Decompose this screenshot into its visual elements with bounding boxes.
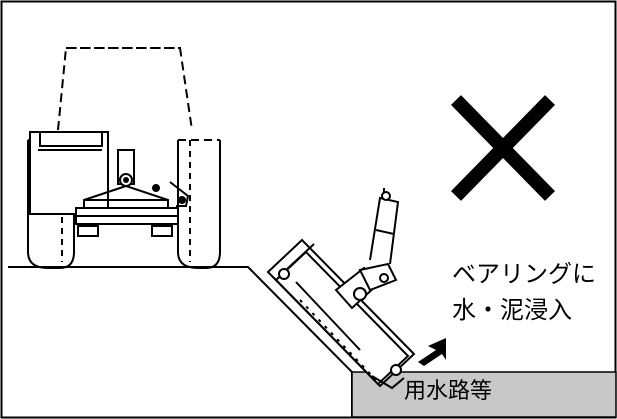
mower-body bbox=[266, 238, 416, 388]
flail-mower-tilted bbox=[266, 188, 416, 390]
canal-label: 用水路等 bbox=[404, 379, 493, 404]
tractor-rear-view bbox=[27, 47, 221, 269]
canal-box bbox=[351, 371, 617, 418]
cross-mark-icon bbox=[450, 95, 556, 201]
three-point-hitch bbox=[75, 149, 190, 237]
tractor-right-tire bbox=[177, 140, 221, 269]
tractor-cab-outline bbox=[57, 47, 193, 131]
warning-text-line1: ベアリングに bbox=[452, 260, 596, 288]
warning-text-line2: 水・泥浸入 bbox=[452, 296, 572, 324]
arrow-icon bbox=[418, 338, 446, 366]
